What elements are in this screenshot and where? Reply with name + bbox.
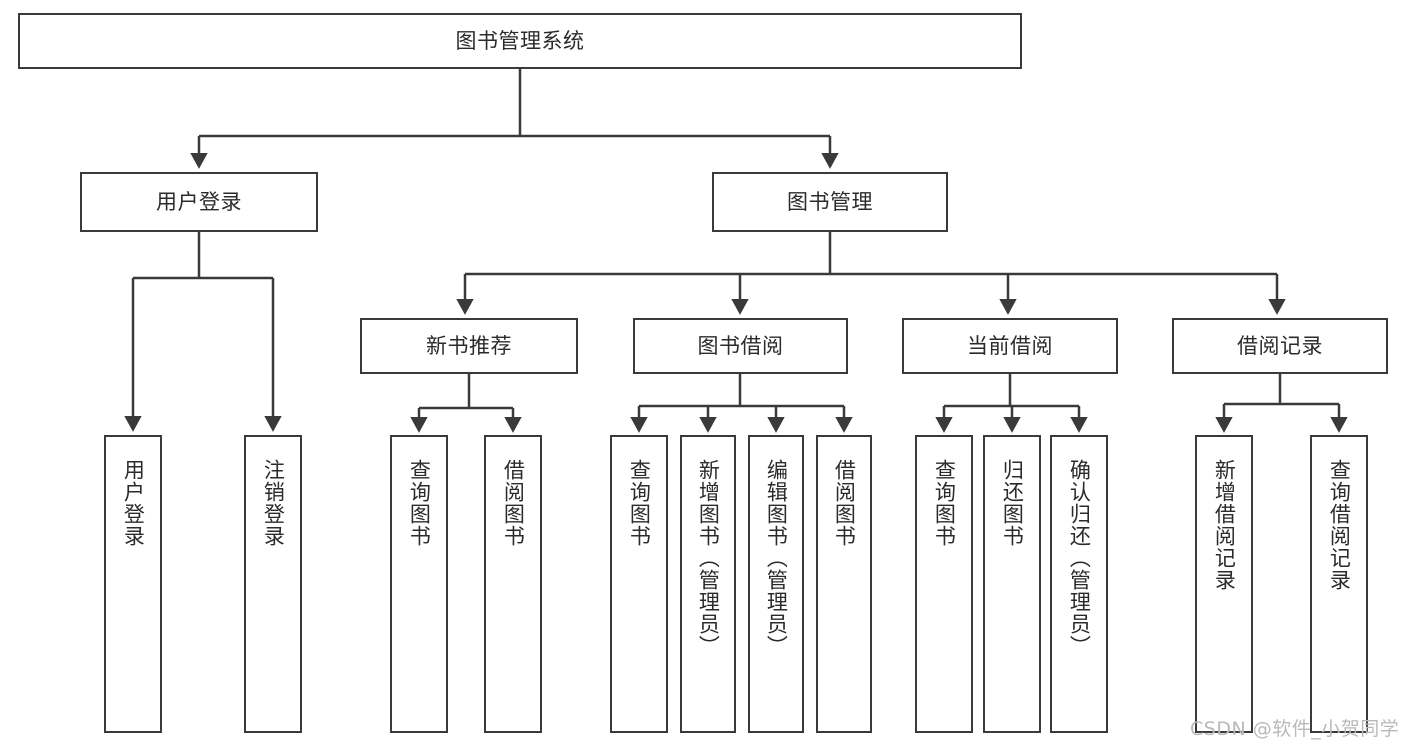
leaf-node-label: 借阅图书 xyxy=(501,459,526,547)
leaf-node-label: 新增借阅记录 xyxy=(1212,459,1237,591)
leaf-node-label: 归还图书 xyxy=(1000,459,1025,547)
leaf-node-label: 查询图书 xyxy=(932,459,957,547)
node-user-login-label: 用户登录 xyxy=(156,189,242,214)
node-borrow-records[interactable]: 借阅记录 xyxy=(1172,318,1388,374)
leaf-node[interactable]: 查询图书 xyxy=(390,435,448,733)
node-new-book-recommend[interactable]: 新书推荐 xyxy=(360,318,578,374)
leaf-node-label: 查询图书 xyxy=(627,459,652,547)
leaf-node[interactable]: 借阅图书 xyxy=(816,435,872,733)
node-root-label: 图书管理系统 xyxy=(455,28,585,53)
node-book-borrow[interactable]: 图书借阅 xyxy=(633,318,848,374)
leaf-node-label: 编辑图书（管理员） xyxy=(764,459,789,657)
leaf-node[interactable]: 用户登录 xyxy=(104,435,162,733)
leaf-node-label: 注销登录 xyxy=(261,459,286,547)
leaf-node-label: 查询借阅记录 xyxy=(1327,459,1352,591)
leaf-node[interactable]: 确认归还（管理员） xyxy=(1050,435,1108,733)
node-book-management-label: 图书管理 xyxy=(787,189,873,214)
leaf-node[interactable]: 查询图书 xyxy=(610,435,668,733)
watermark: CSDN @软件_小贺同学 xyxy=(1190,718,1400,740)
node-current-borrow[interactable]: 当前借阅 xyxy=(902,318,1118,374)
leaf-node-label: 用户登录 xyxy=(121,459,146,547)
node-new-book-recommend-label: 新书推荐 xyxy=(426,333,512,358)
leaf-node[interactable]: 编辑图书（管理员） xyxy=(748,435,804,733)
leaf-node[interactable]: 新增借阅记录 xyxy=(1195,435,1253,733)
node-borrow-records-label: 借阅记录 xyxy=(1237,333,1323,358)
leaf-node-label: 确认归还（管理员） xyxy=(1067,459,1092,657)
leaf-node[interactable]: 归还图书 xyxy=(983,435,1041,733)
leaf-node[interactable]: 新增图书（管理员） xyxy=(680,435,736,733)
leaf-node[interactable]: 注销登录 xyxy=(244,435,302,733)
node-user-login[interactable]: 用户登录 xyxy=(80,172,318,232)
leaf-node[interactable]: 查询图书 xyxy=(915,435,973,733)
leaf-node-label: 借阅图书 xyxy=(832,459,857,547)
leaf-node-label: 新增图书（管理员） xyxy=(696,459,721,657)
leaf-node[interactable]: 查询借阅记录 xyxy=(1310,435,1368,733)
node-book-management[interactable]: 图书管理 xyxy=(712,172,948,232)
node-book-borrow-label: 图书借阅 xyxy=(697,333,784,358)
node-root[interactable]: 图书管理系统 xyxy=(18,13,1022,69)
leaf-node-label: 查询图书 xyxy=(407,459,432,547)
leaf-node[interactable]: 借阅图书 xyxy=(484,435,542,733)
node-current-borrow-label: 当前借阅 xyxy=(967,333,1053,358)
